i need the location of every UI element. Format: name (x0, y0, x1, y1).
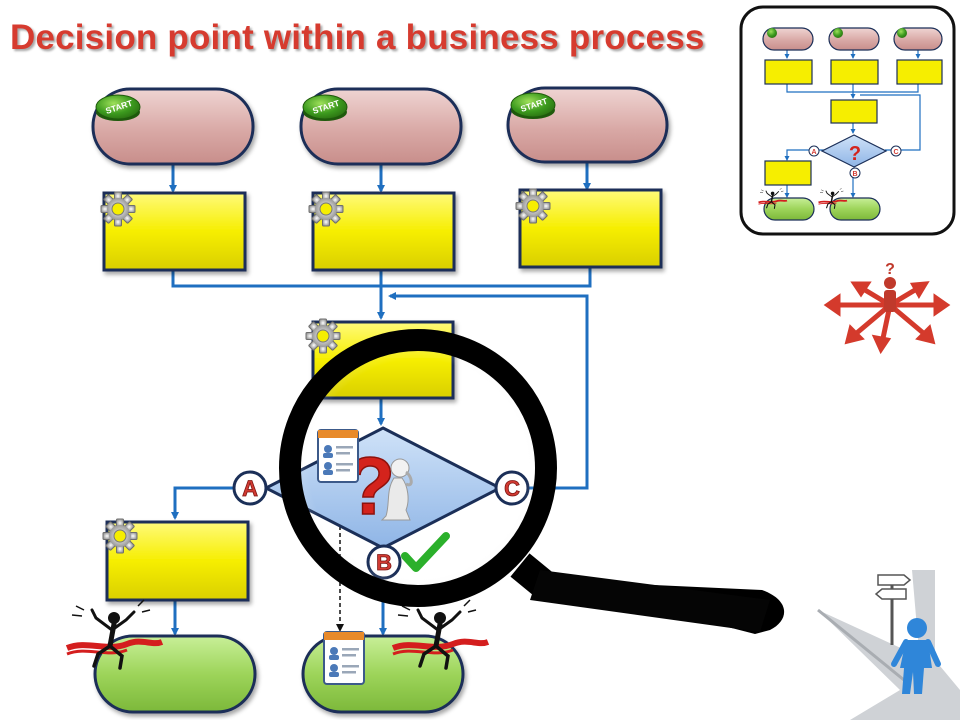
branch-a-label: A (242, 476, 258, 501)
gear-icon (305, 318, 341, 354)
svg-text:B: B (852, 171, 857, 178)
end-node-1[interactable] (93, 634, 257, 714)
mini-flowchart-thumbnail: ? A C B (739, 5, 956, 236)
gear-icon (100, 191, 136, 227)
gear-icon (515, 188, 551, 224)
page-title: Decision point within a business process (10, 18, 705, 57)
document-icon (323, 631, 365, 685)
start-button-icon: START (302, 94, 348, 121)
crossroads-person-icon (817, 570, 960, 720)
magnifying-glass-icon (279, 329, 785, 634)
gear-icon (308, 191, 344, 227)
signpost-icon (874, 574, 912, 645)
start-button-icon: START (510, 92, 556, 119)
svg-text:?: ? (849, 143, 861, 165)
svg-text:?: ? (885, 261, 895, 278)
gear-icon (102, 518, 138, 554)
arrows-question-person-icon: ? (823, 261, 951, 355)
start-button-icon: START (95, 94, 141, 121)
svg-text:C: C (893, 149, 898, 156)
svg-text:A: A (811, 149, 816, 156)
branch-a-badge[interactable]: A (232, 470, 268, 506)
